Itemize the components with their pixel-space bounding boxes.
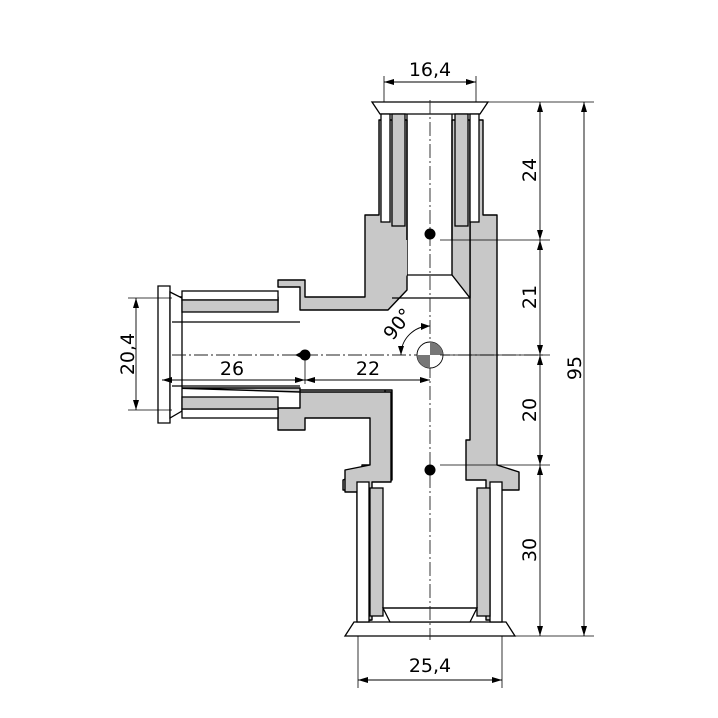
left-press-ring xyxy=(157,285,279,424)
dim-total-height: 95 xyxy=(564,102,587,636)
center-mark xyxy=(416,341,444,369)
seg-lower-mid-label: 20 xyxy=(519,398,541,422)
dim-branch: 26 22 xyxy=(162,358,430,384)
dim-top-width: 16,4 xyxy=(383,59,477,102)
top-press-ring xyxy=(370,101,490,227)
left-height-label: 20,4 xyxy=(117,333,139,375)
bore-lines xyxy=(172,114,477,609)
seg-bottom-label: 30 xyxy=(519,538,541,562)
top-width-label: 16,4 xyxy=(409,59,451,81)
bottom-press-ring xyxy=(343,481,517,637)
bottom-width-label: 25,4 xyxy=(409,655,451,677)
dim-left-height: 20,4 xyxy=(117,297,172,411)
branch-offset-label: 22 xyxy=(356,358,380,380)
dim-bottom-width: 25,4 xyxy=(357,636,503,688)
total-height-label: 95 xyxy=(564,356,586,380)
flow-markers xyxy=(295,228,436,476)
seg-upper-mid-label: 21 xyxy=(519,285,541,309)
dim-right-chain: 24 21 20 30 xyxy=(440,101,594,637)
branch-length-label: 26 xyxy=(220,358,244,380)
seg-top-label: 24 xyxy=(519,158,541,182)
